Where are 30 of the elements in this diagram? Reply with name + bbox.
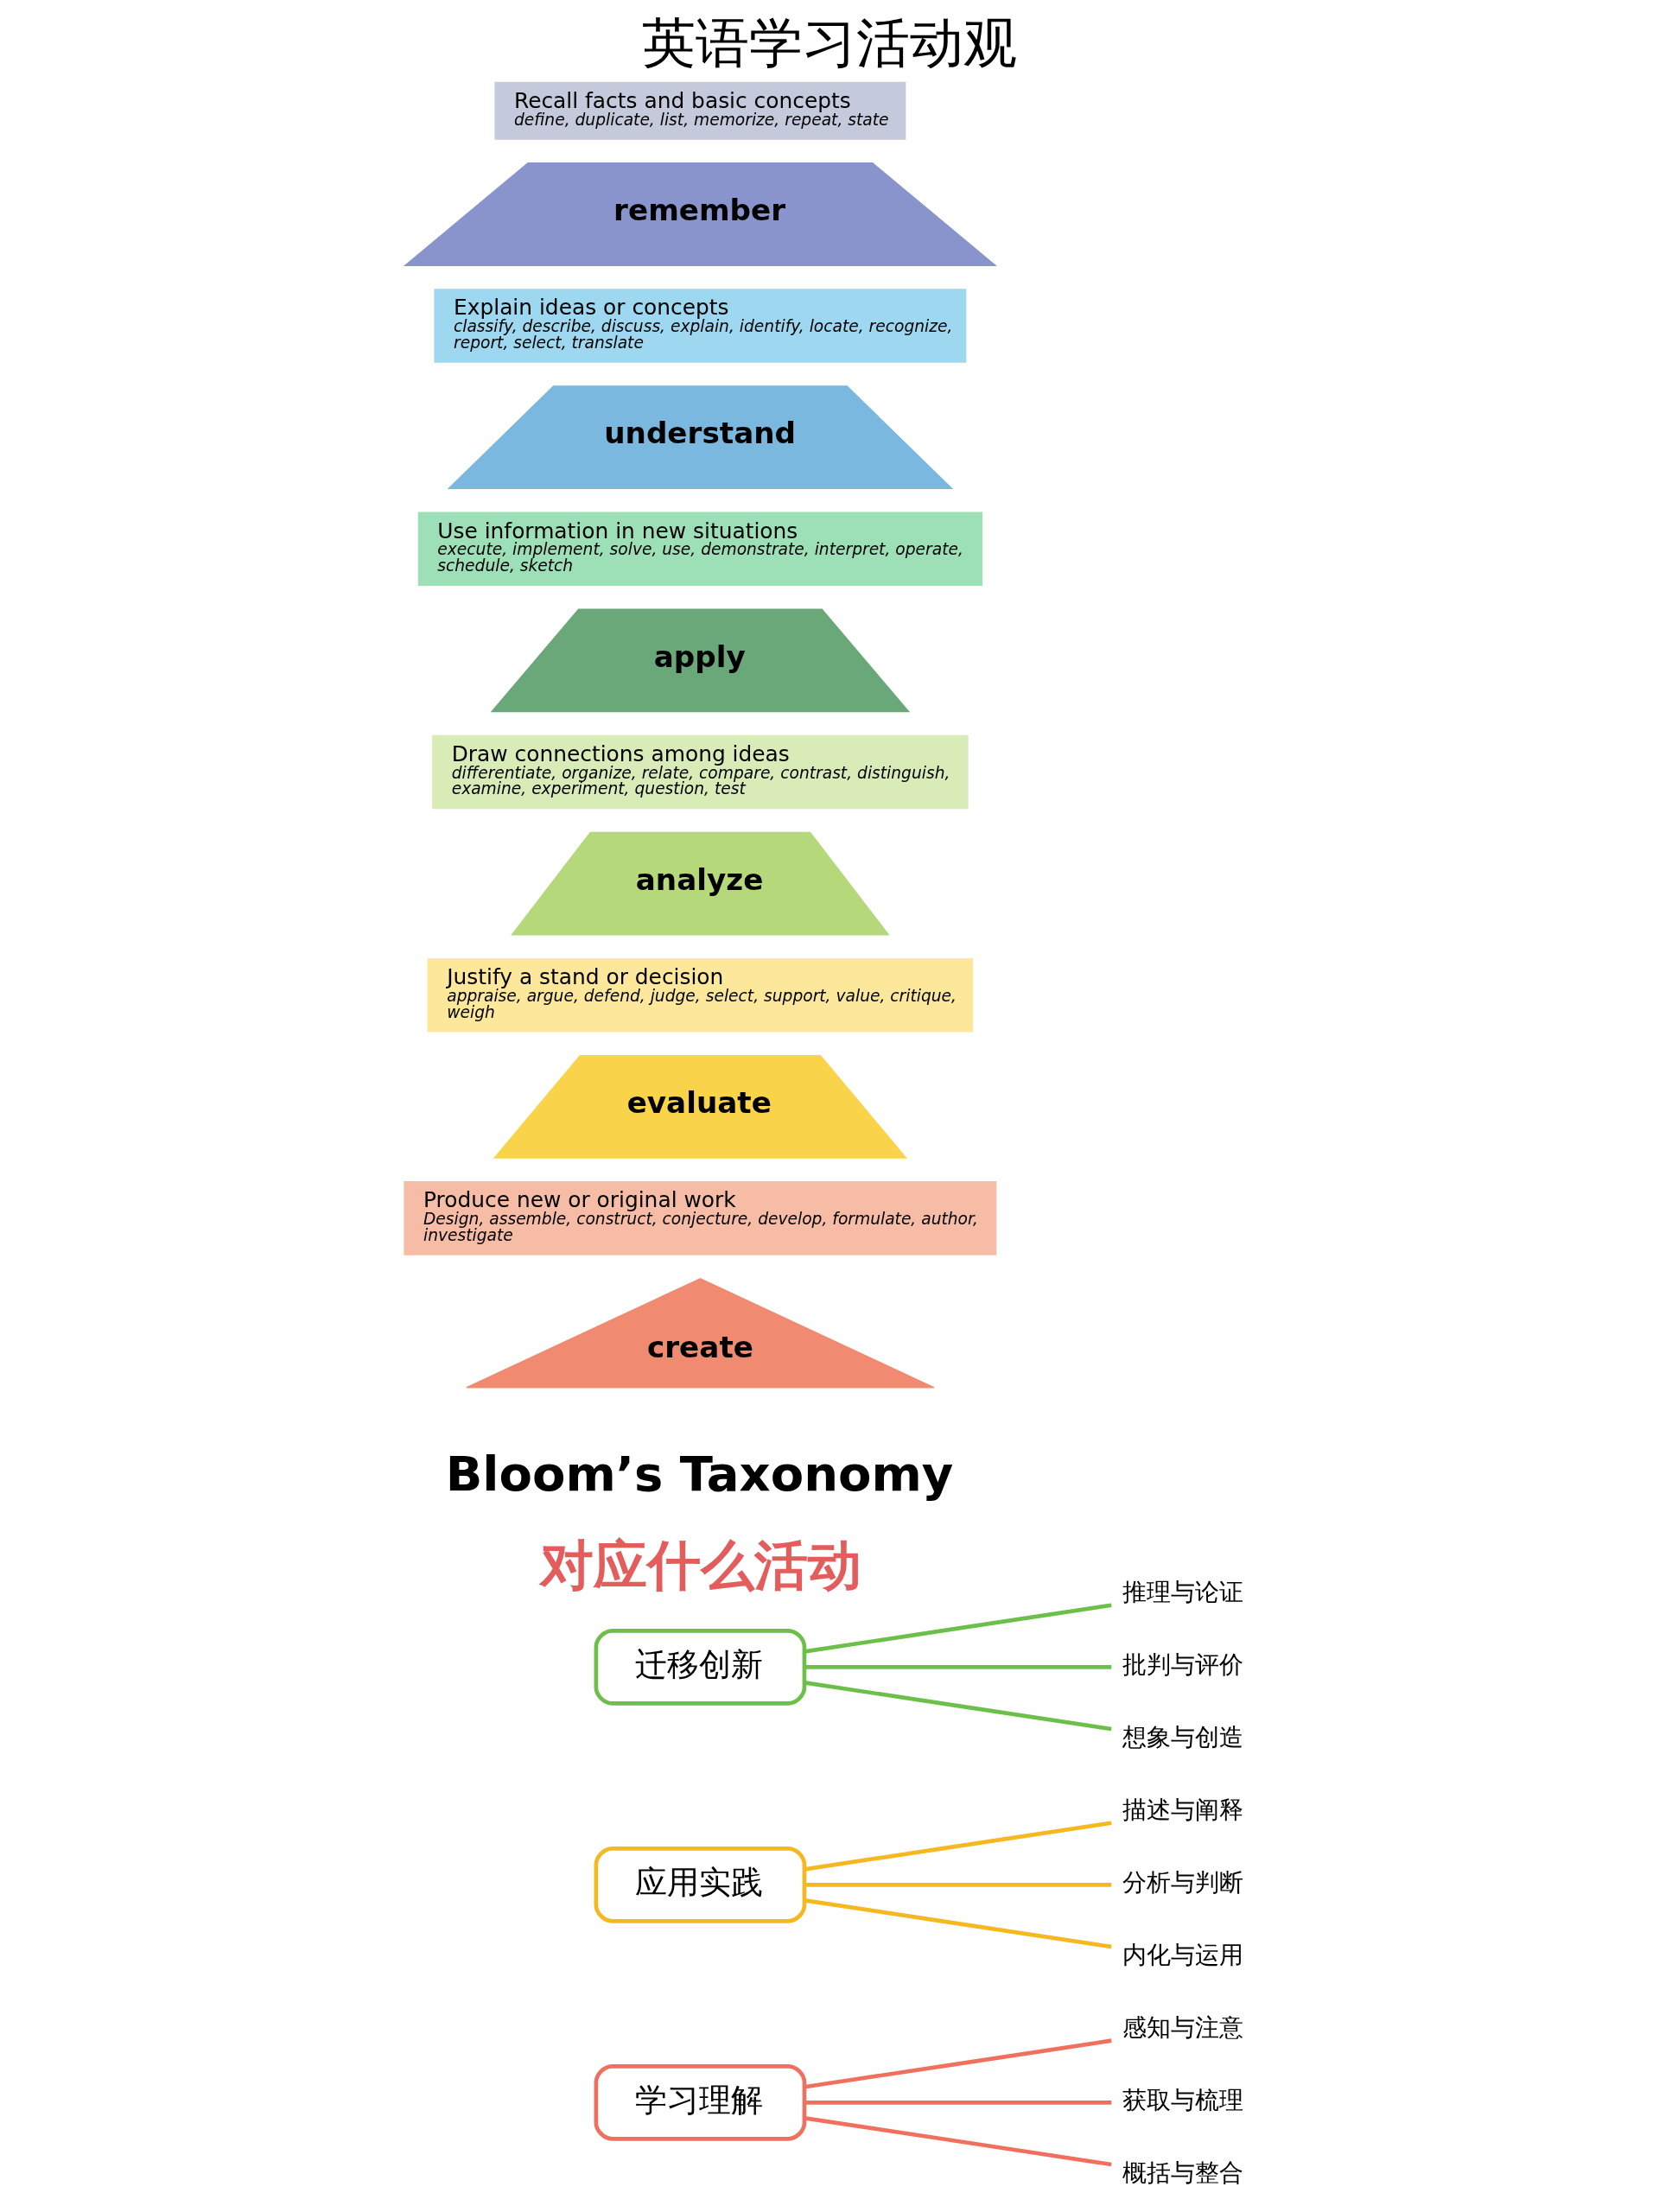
node-box: Recall facts and basic concepts define, duplicate, list, memorize, repeat, state (493, 81, 906, 140)
node-text: 想象与创造 (1122, 1723, 1243, 1752)
node-text: 分析与判断 (1122, 1868, 1243, 1897)
connector (804, 1821, 1112, 1872)
node-text: 推理与论证 (1122, 1578, 1243, 1607)
node-text: 内化与运用 (1122, 1941, 1243, 1970)
node-text: 概括与整合 (1122, 2158, 1243, 2188)
connector (804, 1665, 1111, 1669)
node-box: 迁移创新 (594, 1629, 806, 1706)
diagram-title: 英语学习活动观 (642, 10, 1017, 74)
node-box: Justify a stand or decision appraise, argue, defend, judge, select, support, value, critique, weigh (427, 957, 973, 1033)
node-box: Produce new or original work Design, assemble, construct, conjecture, develop, formulate, author, investigate (403, 1181, 996, 1255)
node-box: 应用实践 (594, 1847, 806, 1923)
connector (804, 2116, 1112, 2167)
connector (804, 1603, 1112, 1654)
connector (804, 2101, 1111, 2105)
connector (804, 1883, 1111, 1887)
label: Bloom’s Taxonomy (445, 1446, 953, 1503)
label: 对应什么活动 (539, 1533, 861, 1597)
node-text: 获取与梳理 (1122, 2086, 1243, 2115)
connector (804, 2038, 1112, 2089)
node-text: 批判与评价 (1122, 1650, 1243, 1680)
connector (804, 1681, 1112, 1732)
node-box: Explain ideas or concepts classify, describe, discuss, explain, identify, locate, recognize, report, select, translate (433, 289, 966, 363)
node-box: Draw connections among ideas differentiate, organize, relate, compare, contrast, distinguish, examine, experiment, question, test (431, 734, 969, 810)
node-box: 学习理解 (594, 2064, 806, 2141)
node-text: 感知与注意 (1122, 2013, 1243, 2043)
node-box: Use information in new situations execute, implement, solve, use, demonstrate, interpret, operate, schedule, sketch (417, 512, 982, 587)
node-text: 描述与阐释 (1122, 1796, 1243, 1825)
connector (804, 1898, 1112, 1949)
